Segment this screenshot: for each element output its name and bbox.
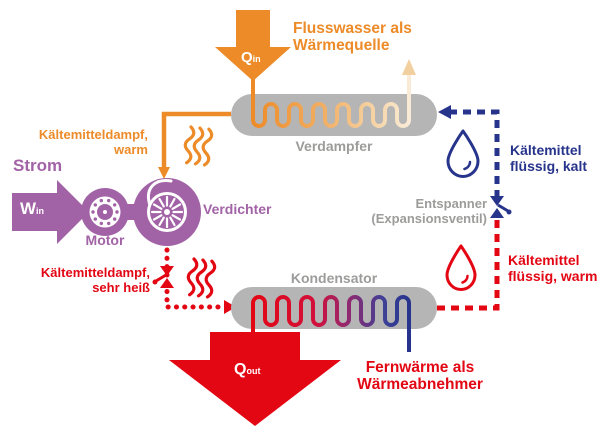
q-in-arrow	[215, 10, 291, 81]
w-in-label: Win	[20, 199, 45, 218]
expansion-valve-icon	[490, 196, 512, 218]
expander-label: Entspanner (Expansionsventil)	[371, 196, 487, 226]
river-return-arrow	[402, 59, 416, 75]
refrigerant-vapor-warm-label: Kältemitteldampf, warm	[38, 127, 148, 157]
heat-waves-warm-icon	[183, 125, 214, 167]
q-in-label: Qin	[241, 49, 261, 66]
refrigerant-liquid-cold-label: Kältemittel flüssig, kalt	[510, 142, 588, 174]
w-in-arrow	[12, 180, 89, 244]
evaporator-coil	[251, 74, 411, 128]
condenser-label: Kondensator	[290, 270, 378, 286]
q-out-arrow	[169, 332, 341, 426]
refrigerant-liquid-warm-label: Kältemittel flüssig, warm	[508, 252, 598, 284]
motor-icon	[81, 188, 145, 236]
compressor-icon	[133, 178, 201, 246]
droplet-warm-icon	[445, 244, 477, 291]
source-label: Flusswasser als Wärmequelle	[293, 20, 412, 55]
pipe-vapor-warm	[158, 111, 231, 179]
q-out-label: Qout	[234, 361, 261, 378]
condenser-capsule	[231, 287, 437, 329]
evaporator-capsule	[231, 94, 437, 136]
droplet-cold-icon	[446, 129, 480, 178]
pipe-liquid-warm	[437, 217, 500, 311]
compressor-label: Verdichter	[203, 201, 272, 217]
heat-waves-hot-icon	[186, 257, 217, 299]
sink-label: Fernwärme als Wärmeabnehmer	[357, 359, 483, 394]
evaporator-label: Verdampfer	[295, 138, 373, 154]
strom-label: Strom	[13, 156, 63, 175]
condenser-coil	[251, 295, 411, 352]
pipe-liquid-cold	[438, 105, 500, 198]
motor-label: Motor	[85, 232, 125, 248]
refrigerant-vapor-hot-label: Kältemitteldampf, sehr heiß	[40, 265, 150, 295]
hot-gas-valve-icon	[152, 266, 174, 288]
